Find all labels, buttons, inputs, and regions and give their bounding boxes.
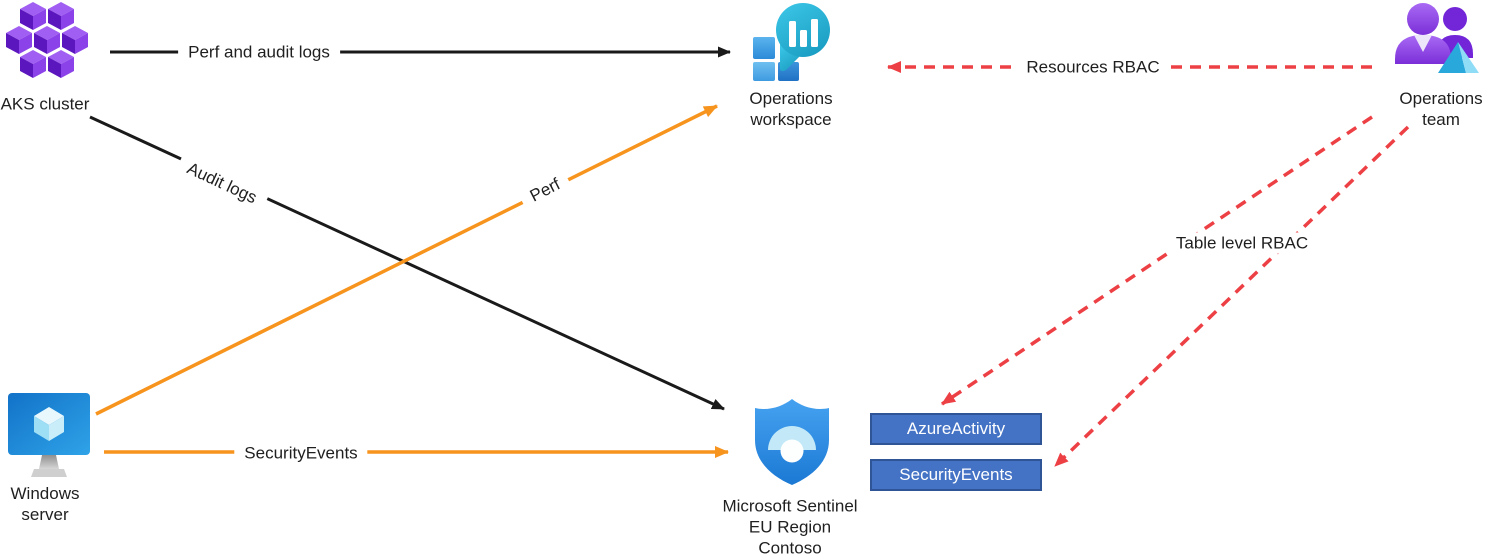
perf-and-audit-logs-label: Perf and audit logs — [178, 41, 340, 63]
table-level-rbac-label: Table level RBAC — [1165, 232, 1319, 254]
table-box-label: AzureActivity — [906, 419, 1006, 438]
sentinel-shield-icon — [751, 395, 833, 492]
aks-cluster-icon — [5, 2, 89, 85]
team-people-icon — [1392, 2, 1484, 85]
table-box-label: SecurityEvents — [899, 465, 1013, 484]
windows-server-icon — [8, 393, 90, 490]
operations-workspace-label: Operations workspace — [749, 89, 833, 129]
windows-server-label: Windows server — [10, 484, 80, 524]
table-box-securityevents: SecurityEvents — [870, 459, 1042, 491]
sentinel-label: Microsoft Sentinel EU Region Contoso — [722, 496, 858, 556]
operations-team-label: Operations team — [1399, 89, 1483, 129]
security-events-label: SecurityEvents — [234, 442, 368, 464]
perf-arrow — [95, 104, 718, 416]
table-rbac-arrow-securityevents — [1053, 125, 1410, 468]
log-analytics-workspace-icon — [750, 2, 832, 87]
resources-rbac-label: Resources RBAC — [1016, 56, 1170, 78]
table-rbac-arrow-azureactivity — [941, 115, 1373, 406]
aks-cluster-label: AKS cluster — [0, 94, 90, 114]
table-box-azureactivity: AzureActivity — [870, 413, 1042, 445]
